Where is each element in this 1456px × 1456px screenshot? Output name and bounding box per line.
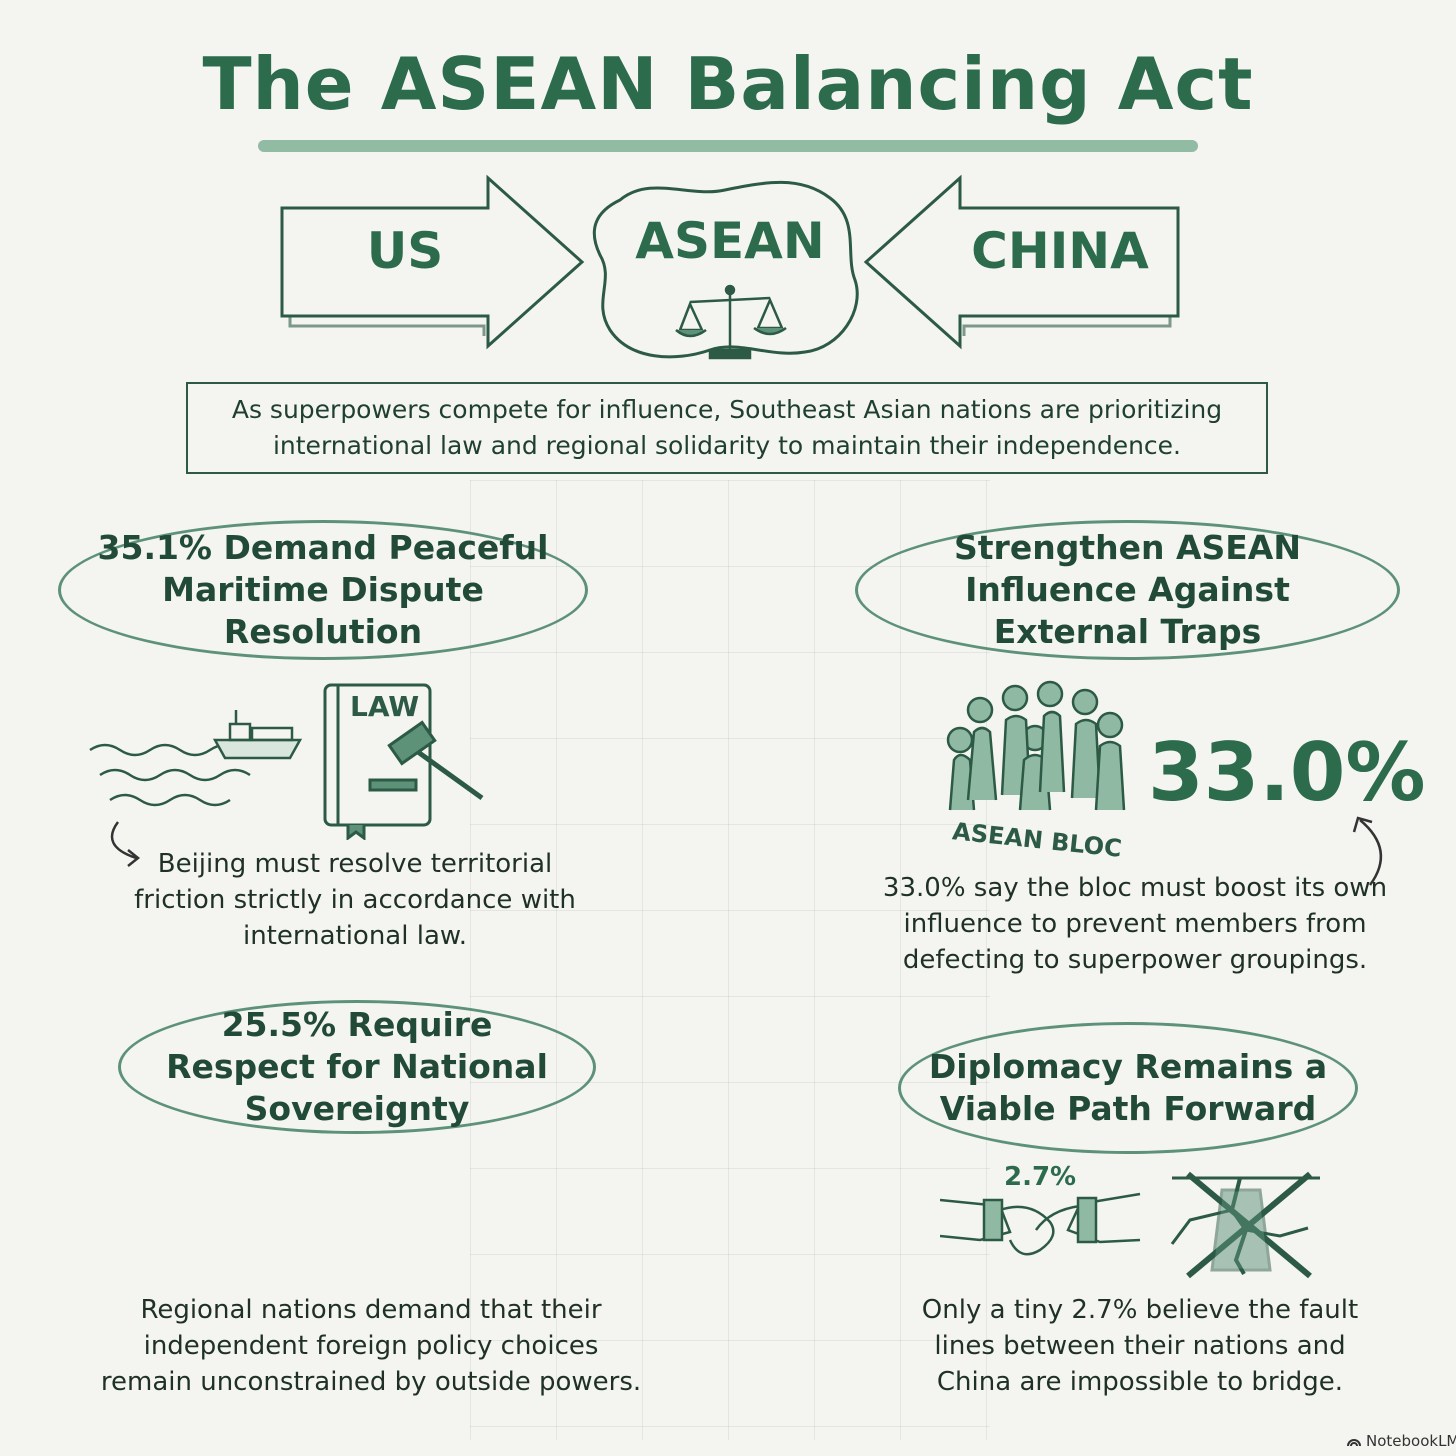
sovereignty-heading: 25.5% Require Respect for National Sover…: [166, 1005, 548, 1128]
handshake-icon: [940, 1192, 1141, 1256]
maritime-illustration: [89, 683, 484, 840]
notebooklm-logo-icon: [1347, 1439, 1361, 1447]
brand-label: NotebookLM: [1366, 1432, 1456, 1450]
influence-arrow-icon: [1352, 816, 1383, 886]
china-label: CHINA: [971, 222, 1149, 280]
diplomacy-heading-oval: Diplomacy Remains a Viable Path Forward: [898, 1022, 1358, 1154]
influence-stat: 33.0%: [1148, 726, 1426, 819]
maritime-heading-oval: 35.1% Demand Peaceful Maritime Dispute R…: [58, 520, 588, 660]
diplomacy-heading: Diplomacy Remains a Viable Path Forward: [928, 1047, 1328, 1128]
background-grid: [470, 480, 990, 1440]
crossed-out-rift-icon: [1170, 1171, 1320, 1279]
balance-graphic: [280, 174, 1180, 360]
scales-icon: [675, 284, 787, 360]
ship-icon: [212, 710, 303, 760]
china-arrow: [863, 174, 1180, 350]
us-label: US: [366, 222, 444, 280]
maritime-body: Beijing must resolve territorial frictio…: [134, 849, 576, 951]
title-underline: [258, 140, 1198, 152]
asean-label: ASEAN: [635, 212, 825, 270]
maritime-heading: 35.1% Demand Peaceful Maritime Dispute R…: [97, 528, 549, 651]
us-arrow: [280, 174, 585, 350]
curved-arrow-icon: [110, 821, 141, 867]
law-book-label: LAW: [350, 690, 420, 723]
influence-heading-oval: Strengthen ASEAN Influence Against Exter…: [855, 520, 1400, 660]
intro-text: As superpowers compete for influence, So…: [231, 395, 1223, 460]
diplomacy-stat: 2.7%: [1004, 1162, 1077, 1192]
diplomacy-illustration: [940, 1171, 1320, 1279]
sovereignty-heading-oval: 25.5% Require Respect for National Sover…: [118, 1000, 596, 1134]
law-book-icon: [323, 683, 432, 840]
brand-mark: NotebookLM: [1346, 1432, 1456, 1450]
asean-bloc-icon: [946, 680, 1126, 811]
diplomacy-body: Only a tiny 2.7% believe the fault lines…: [921, 1295, 1359, 1397]
sovereignty-body: Regional nations demand that their indep…: [100, 1295, 642, 1397]
page-title: The ASEAN Balancing Act: [202, 42, 1254, 126]
gavel-icon: [368, 720, 484, 801]
influence-heading: Strengthen ASEAN Influence Against Exter…: [954, 528, 1301, 651]
intro-box: As superpowers compete for influence, So…: [186, 382, 1268, 474]
influence-body: 33.0% say the bloc must boost its own in…: [882, 873, 1388, 975]
asean-blob: [592, 180, 859, 359]
